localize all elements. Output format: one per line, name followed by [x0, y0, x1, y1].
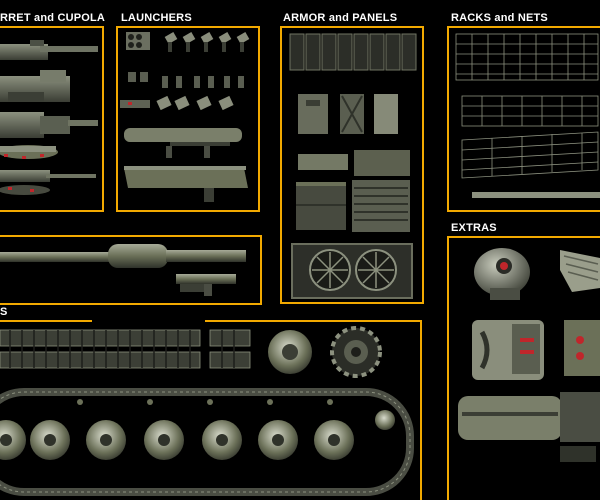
- racks-title-tail: NETS: [517, 12, 548, 24]
- extras-title: EXTRAS: [451, 222, 497, 234]
- turret-title-and: and: [34, 12, 55, 24]
- armor-title-main: ARMOR: [283, 12, 326, 24]
- tracks-bracket-top-right: [205, 320, 422, 322]
- launchers-title: LAUNCHERS: [121, 12, 192, 24]
- armor-bracket-left: [280, 26, 282, 304]
- gun-bracket-bottom: [0, 303, 262, 305]
- launcher-parts-illustration: [120, 32, 250, 202]
- gun-barrel-illustration: [0, 244, 246, 296]
- turret-title-tail: CUPOLA: [57, 12, 106, 24]
- racks-nets-illustration: [455, 33, 600, 198]
- gun-bracket-right: [260, 235, 262, 305]
- racks-title-and: and: [494, 12, 515, 24]
- racks-bracket-top: [447, 26, 600, 28]
- turret-bracket-top: [0, 26, 104, 28]
- racks-bracket-bottom: [447, 210, 600, 212]
- racks-bracket-left: [447, 26, 449, 212]
- armor-bracket-bottom: [280, 302, 424, 304]
- tracks-wheels-illustration: [0, 326, 414, 496]
- turret-bracket-right: [102, 26, 104, 212]
- extras-bracket-left: [447, 236, 449, 500]
- tracks-bracket-top-left: [0, 320, 92, 322]
- gun-bracket-top: [0, 235, 262, 237]
- launchers-bracket-bottom: [116, 210, 260, 212]
- armor-panels-title: ARMOR and PANELS: [283, 12, 397, 24]
- turret-parts-illustration: [0, 40, 98, 195]
- launchers-bracket-top: [116, 26, 260, 28]
- armor-title-tail: PANELS: [352, 12, 398, 24]
- extras-bracket-top: [447, 236, 600, 238]
- tracks-title: S: [0, 306, 8, 318]
- armor-bracket-right: [422, 26, 424, 304]
- turret-cupola-title: RRET and CUPOLA: [0, 12, 105, 24]
- launchers-bracket-left: [116, 26, 118, 212]
- armor-panels-illustration: [289, 33, 417, 299]
- racks-nets-title: RACKS and NETS: [451, 12, 548, 24]
- armor-title-and: and: [328, 12, 349, 24]
- turret-bracket-bottom: [0, 210, 104, 212]
- turret-title-main: RRET: [0, 12, 31, 24]
- extras-illustration: [458, 248, 600, 462]
- racks-title-main: RACKS: [451, 12, 492, 24]
- tracks-bracket-right: [420, 320, 422, 500]
- launchers-bracket-right: [258, 26, 260, 212]
- armor-bracket-top: [280, 26, 424, 28]
